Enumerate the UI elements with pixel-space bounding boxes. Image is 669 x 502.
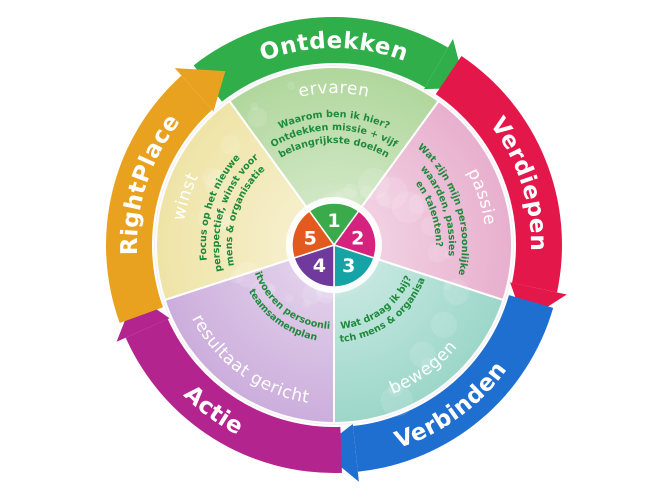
ring-segment-rightplace	[105, 75, 213, 323]
hub-sector-5	[291, 209, 336, 259]
ring-arrowhead	[174, 68, 226, 112]
ring-segment-actie	[125, 319, 342, 473]
hub-number-3: 3	[342, 255, 355, 277]
hub-number-1: 1	[327, 210, 340, 232]
hub-sector-3	[333, 243, 375, 288]
center-hub: 12 34 5	[286, 197, 382, 293]
stage-label-1: ervaren	[297, 78, 372, 102]
hub-number-5: 5	[304, 227, 317, 249]
hub-number-4: 4	[313, 255, 326, 277]
hub-number-2: 2	[351, 227, 364, 249]
ring-arrowhead	[116, 294, 170, 342]
ring-segment-verbinden	[353, 295, 554, 472]
ring-segment-ontdekken	[193, 16, 448, 102]
hub-sector-2	[332, 209, 377, 259]
ring-segment-verdiepen	[435, 55, 562, 293]
hub-sector-1	[308, 202, 360, 247]
outer-ring	[105, 16, 567, 482]
